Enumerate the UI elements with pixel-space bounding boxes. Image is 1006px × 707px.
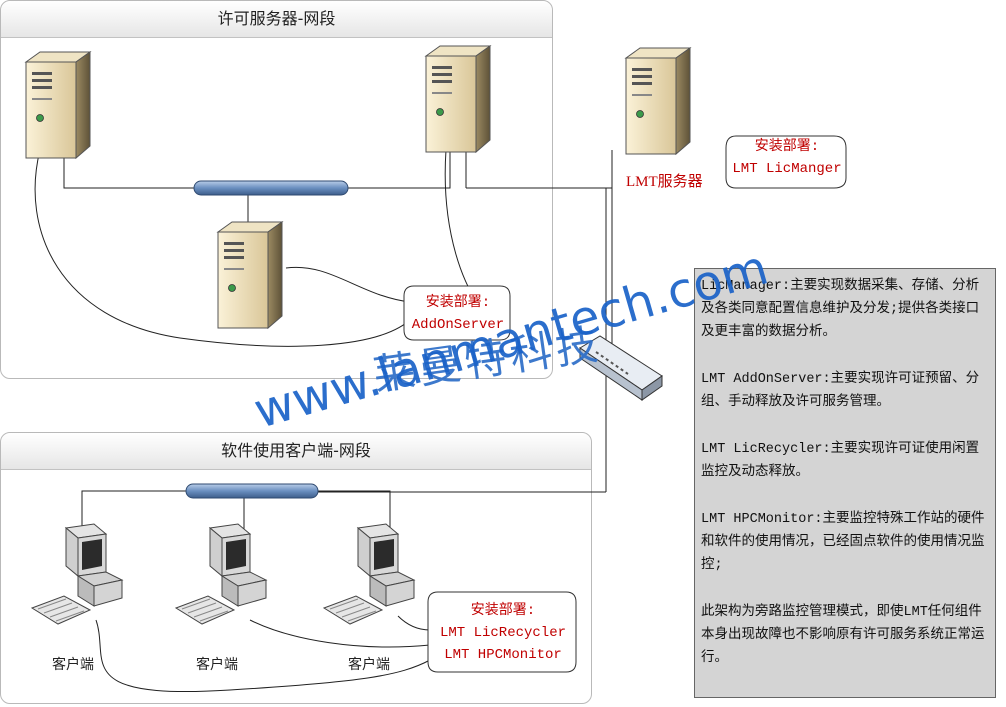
callout-addonserver-title: 安装部署: (425, 295, 491, 311)
description-licmanager: LicManager:主要实现数据采集、存储、分析及各类同意配置信息维护及分发;… (701, 279, 980, 340)
description-addonserver: LMT AddOnServer:主要实现许可证预留、分组、手动释放及许可服务管理… (701, 372, 980, 410)
callout-clients: 安装部署: LMT LicRecycler LMT HPCMonitor (430, 600, 576, 666)
callout-licmanager-title: 安装部署: (754, 139, 820, 155)
client-network-bus (185, 483, 319, 499)
server-network-bus (193, 180, 349, 196)
client-label-2: 客户端 (196, 657, 238, 673)
client-workstation-1 (31, 523, 123, 625)
client-workstation-2 (175, 523, 267, 625)
client-segment-title: 软件使用客户端-网段 (1, 433, 591, 470)
description-licrecycler: LMT LicRecycler:主要实现许可证使用闲置监控及动态释放。 (701, 442, 980, 480)
client-workstation-3 (323, 523, 415, 625)
client-label-1: 客户端 (52, 657, 94, 673)
callout-addonserver-bubble (403, 285, 511, 341)
description-hpcmonitor: LMT HPCMonitor:主要监控特殊工作站的硬件和软件的使用情况，已经固点… (701, 512, 985, 573)
callout-licmanager: 安装部署: LMT LicManger (728, 136, 846, 180)
network-switch (579, 335, 663, 401)
callout-addonserver: 安装部署: AddOnServer (406, 292, 510, 336)
license-server-1 (25, 51, 91, 159)
callout-clients-line2: LMT HPCMonitor (444, 647, 562, 663)
description-panel: LicManager:主要实现数据采集、存储、分析及各类同意配置信息维护及分发;… (694, 268, 996, 698)
callout-licmanager-line1: LMT LicManger (732, 161, 842, 177)
lmt-server (625, 47, 691, 155)
client-bus-wires (81, 490, 431, 693)
callout-clients-bubble (427, 591, 577, 673)
addonserver-server (217, 221, 283, 329)
callout-addonserver-line1: AddOnServer (411, 317, 505, 333)
callout-clients-line1: LMT LicRecycler (439, 625, 567, 641)
description-bypass-mode: 此架构为旁路监控管理模式，即使LMT任何组件本身出现故障也不影响原有许可服务系统… (701, 605, 985, 666)
lmt-server-label: LMT服务器 (626, 174, 703, 190)
license-server-2 (425, 45, 491, 153)
server-segment-title: 许可服务器-网段 (1, 1, 552, 38)
client-label-3: 客户端 (348, 657, 390, 673)
server-bus-wires (34, 149, 613, 493)
callout-licmanager-bubble (725, 135, 847, 189)
callout-clients-title: 安装部署: (470, 603, 536, 619)
